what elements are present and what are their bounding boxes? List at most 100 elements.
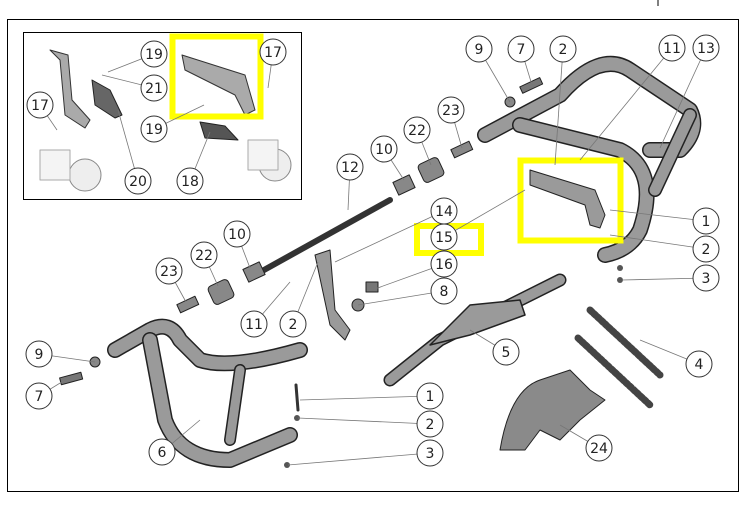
callout-circle [223,220,251,248]
spacer-10-left [242,261,266,283]
main-callout-15: 15 [430,223,458,251]
main-callout-3: 3 [692,264,720,292]
callout-number: 7 [35,389,44,405]
bolt-23-left [176,295,200,314]
main-callout-10: 10 [370,135,398,163]
inset-callout-17: 17 [26,91,54,119]
callout-circle [25,382,53,410]
main-callout-6: 6 [148,438,176,466]
inset-callout-18: 18 [176,167,204,195]
main-callout-4: 4 [685,350,713,378]
parts-drawing [39,49,702,468]
callout-circle [240,310,268,338]
callout-circle [190,241,218,269]
callout-circle [692,264,720,292]
callout-circle [492,338,520,366]
callout-number: 6 [158,445,167,461]
callout-number: 3 [426,446,435,462]
main-callout-7: 7 [25,382,53,410]
callout-number: 24 [590,441,608,457]
main-callout-23: 23 [437,96,465,124]
callout-circle [155,257,183,285]
inset-callout-20: 20 [124,167,152,195]
callout-number: 2 [289,317,298,333]
callout-number: 9 [475,42,484,58]
bushing-22 [417,157,445,183]
leader-line [287,452,431,466]
main-callout-16: 16 [430,250,458,278]
main-callout-2: 2 [279,310,307,338]
main-callout-22: 22 [403,116,431,144]
callout-number: 17 [31,98,49,114]
callout-number: 11 [663,41,681,57]
callout-circle [430,250,458,278]
nut-3-right [617,277,623,283]
leader-line [357,290,445,306]
callout-number: 19 [145,122,163,138]
callout-number: 22 [195,248,213,264]
washer-2-right [617,265,623,271]
callout-circle [685,350,713,378]
main-callout-7: 7 [507,35,535,63]
callout-circle [465,35,493,63]
callout-number: 17 [264,45,282,61]
callout-number: 3 [702,271,711,287]
callout-circle [140,74,168,102]
main-callout-23: 23 [155,257,183,285]
callout-circle [692,207,720,235]
main-callout-8: 8 [430,277,458,305]
shaft [252,197,393,278]
callout-number: 12 [341,160,359,176]
leader-line [334,210,445,263]
highlight-box-inset-bracket [169,33,264,120]
callout-number: 19 [145,47,163,63]
main-callout-2: 2 [549,35,577,63]
leader-line [443,189,526,238]
callout-circle [259,38,287,66]
callout-circle [124,167,152,195]
leader-line [297,417,431,425]
main-callout-22: 22 [190,241,218,269]
crash-bar-right [477,55,702,263]
callout-number: 2 [426,417,435,433]
callout-number: 1 [426,389,435,405]
callout-number: 23 [160,264,178,280]
bracket-left [314,249,351,341]
leader-line [579,47,673,161]
main-callout-14: 14 [430,197,458,225]
main-callout-2: 2 [416,410,444,438]
callout-number: 7 [517,42,526,58]
callout-number: 20 [129,174,147,190]
callout-circle [507,35,535,63]
main-callout-13: 13 [692,34,720,62]
main-callout-9: 9 [465,35,493,63]
spacer-10 [392,174,416,196]
callout-number: 22 [408,123,426,139]
leader-line [609,209,707,222]
guard-part-24 [499,369,606,451]
callout-circle [437,96,465,124]
main-callout-1: 1 [416,382,444,410]
main-callout-12: 12 [336,153,364,181]
main-callout-5: 5 [492,338,520,366]
bolt-23 [450,140,474,159]
callout-number: 11 [245,317,263,333]
callout-number: 16 [435,257,453,273]
inset-callout-21: 21 [140,74,168,102]
callout-number: 2 [559,42,568,58]
highlight-box-bracket [517,157,624,244]
callout-number: 10 [375,142,393,158]
inset-parts [39,49,292,192]
main-callout-3: 3 [416,439,444,467]
callout-circle [370,135,398,163]
callout-circle [140,115,168,143]
leader-lines [38,47,707,466]
callout-number: 15 [435,230,453,246]
callout-number: 13 [697,41,715,57]
callout-circle [692,235,720,263]
protective-tape-1 [586,306,664,379]
callout-circle [416,382,444,410]
callout-circle [416,410,444,438]
callout-circle [279,310,307,338]
